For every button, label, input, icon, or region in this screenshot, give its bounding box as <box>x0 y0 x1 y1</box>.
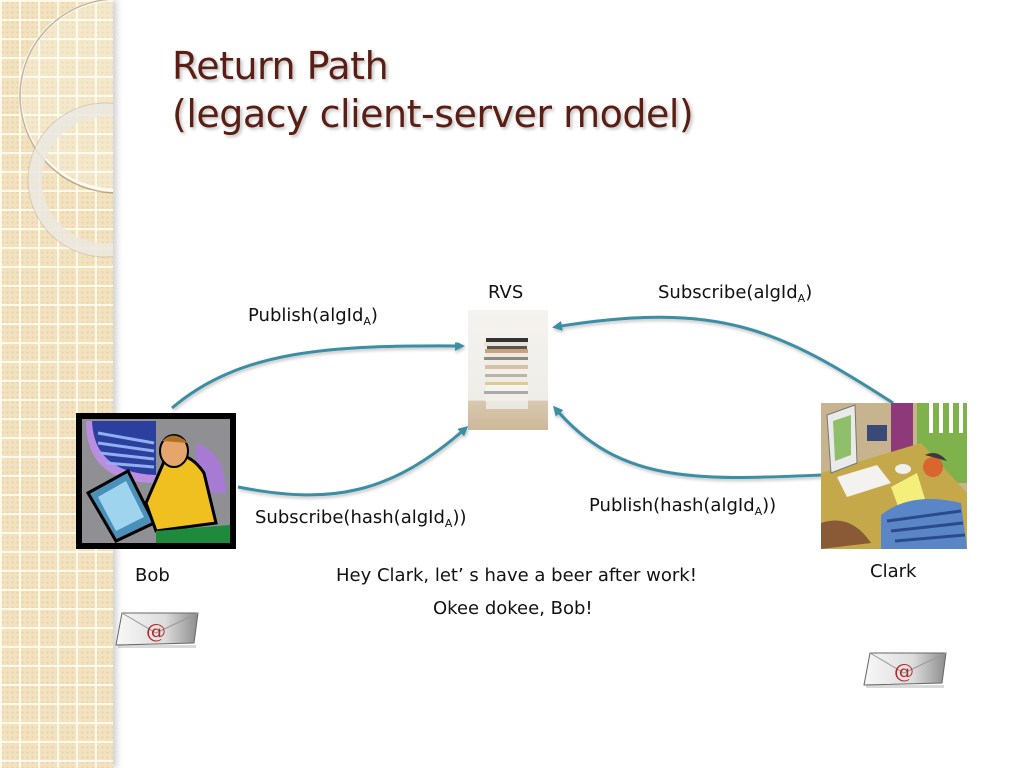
bob-label: Bob <box>135 565 170 586</box>
label-text: Subscribe(hash(algId <box>255 507 445 528</box>
arrow-bob-subscribe-hash <box>237 426 469 497</box>
sidebar-rings-decoration <box>18 0 113 258</box>
label-text: Publish(algId <box>248 305 364 326</box>
svg-text:@: @ <box>894 659 914 683</box>
rvs-label: RVS <box>488 282 524 303</box>
man-at-laptop-clipart <box>82 419 230 543</box>
message-bob-to-clark: Hey Clark, let’ s have a beer after work… <box>336 565 697 586</box>
label-text: )) <box>762 495 777 516</box>
label-subscript: A <box>754 505 763 518</box>
title-line-2: (legacy client-server model) <box>172 92 694 136</box>
clark-label: Clark <box>870 561 917 582</box>
decorative-sidebar <box>0 0 113 768</box>
label-bob-subscribe-hash: Subscribe(hash(algIdA)) <box>255 507 466 530</box>
slide-title: Return Path (legacy client-server model) <box>172 42 694 138</box>
message-clark-to-bob: Okee dokee, Bob! <box>433 598 593 619</box>
label-subscript: A <box>444 517 453 530</box>
label-text: )) <box>452 507 467 528</box>
rvs-server-image <box>468 310 548 430</box>
label-subscript: A <box>363 315 371 328</box>
label-clark-subscribe: Subscribe(algIdA) <box>658 282 812 305</box>
label-text: ) <box>370 305 378 326</box>
clark-image <box>821 403 967 549</box>
svg-text:@: @ <box>146 619 166 643</box>
label-subscript: A <box>797 292 806 305</box>
clark-email-envelope-icon: @ <box>863 652 947 688</box>
label-bob-publish: Publish(algIdA) <box>248 305 378 328</box>
bob-email-envelope-icon: @ <box>115 612 199 648</box>
arrow-clark-subscribe <box>552 315 894 405</box>
stack-of-books-icon <box>484 338 528 409</box>
title-line-1: Return Path <box>172 44 389 88</box>
bob-image <box>76 413 236 549</box>
arrow-clark-publish-hash <box>553 405 823 479</box>
man-at-desk-clipart <box>821 403 967 549</box>
label-text: Subscribe(algId <box>658 282 798 303</box>
label-text: ) <box>805 282 813 303</box>
arrow-bob-publish <box>171 340 465 410</box>
label-clark-publish-hash: Publish(hash(algIdA)) <box>589 495 776 518</box>
label-text: Publish(hash(algId <box>589 495 755 516</box>
